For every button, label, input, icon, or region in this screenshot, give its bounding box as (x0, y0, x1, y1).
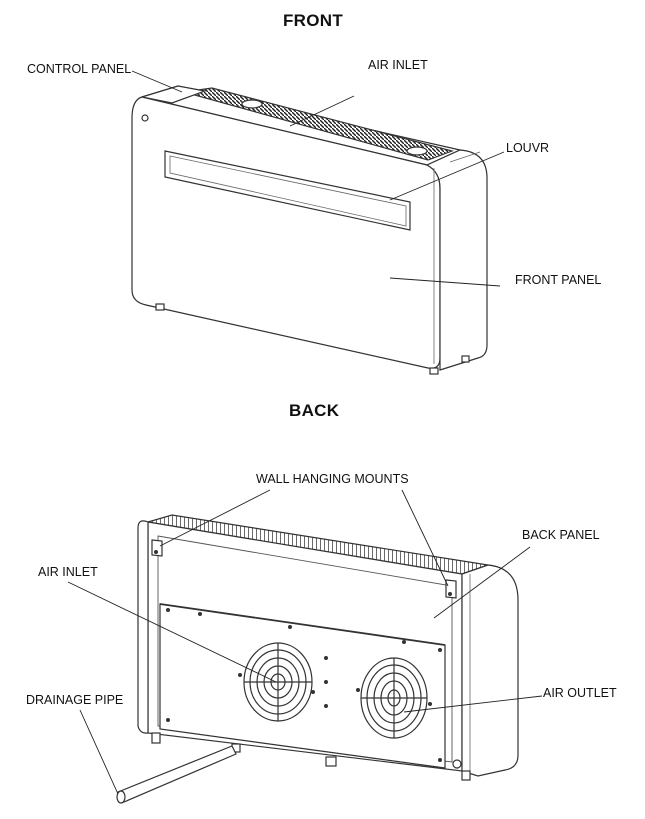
front-top-knob-right (406, 146, 428, 156)
back-foot-mid (325, 756, 337, 767)
back-leader-lines (67, 489, 543, 795)
front-control-panel (141, 85, 208, 104)
inlet-fan-guard (243, 642, 313, 722)
front-top-knob-left (241, 99, 263, 109)
label-back-panel: BACK PANEL (522, 528, 600, 542)
label-front-air-inlet: AIR INLET (368, 58, 428, 72)
label-front-panel: FRONT PANEL (515, 273, 602, 287)
front-side-face (425, 149, 488, 371)
outlet-fan-guard (360, 657, 428, 739)
louvre-slot (164, 150, 411, 231)
front-foot-left (155, 303, 165, 311)
back-left-frame (137, 520, 149, 734)
back-drain-port (452, 759, 462, 769)
back-foot-left (151, 732, 161, 744)
front-unit (131, 85, 488, 375)
label-air-outlet: AIR OUTLET (543, 686, 617, 700)
label-wall-hanging-mounts: WALL HANGING MOUNTS (256, 472, 409, 486)
label-drainage-pipe: DRAINAGE PIPE (26, 693, 124, 707)
front-foot-side (461, 355, 470, 363)
front-heading: FRONT (283, 11, 344, 30)
back-right-side (461, 564, 519, 777)
front-indicator-icon (141, 114, 149, 122)
back-foot-right (461, 770, 471, 781)
front-foot-right (429, 367, 439, 375)
label-louvr: LOUVR (506, 141, 550, 155)
label-back-air-inlet: AIR INLET (38, 565, 98, 579)
front-leader-lines (131, 70, 505, 287)
label-control-panel: CONTROL PANEL (27, 62, 132, 76)
back-unit (137, 514, 519, 781)
drainage-pipe (116, 745, 237, 804)
back-heading: BACK (289, 401, 340, 420)
